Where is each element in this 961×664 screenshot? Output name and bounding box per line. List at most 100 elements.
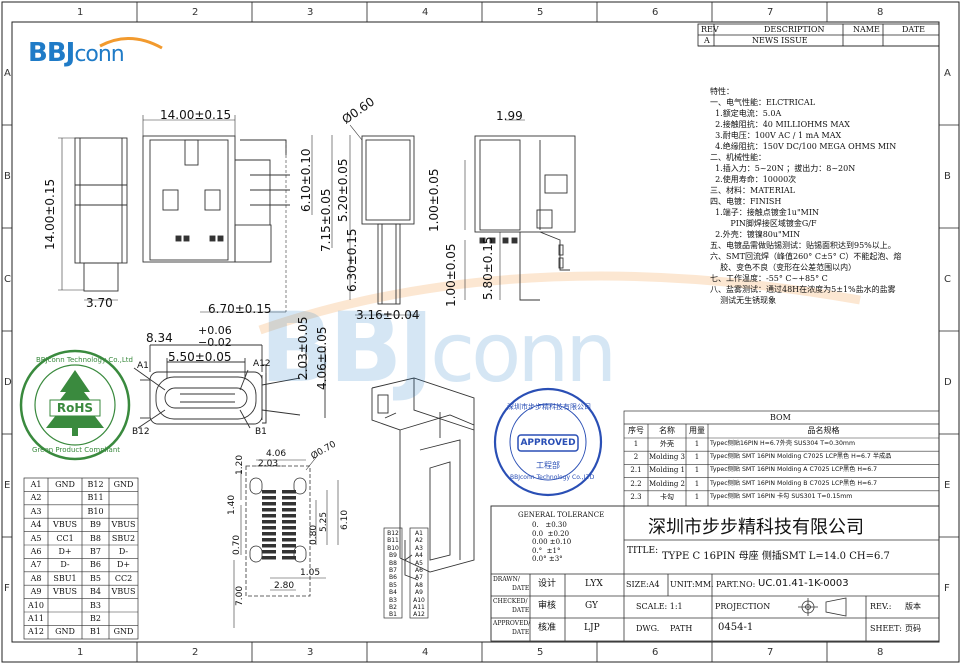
pcb-dim-half: 2.03 bbox=[258, 459, 279, 469]
dim-tongue-height: 5.20±0.05 bbox=[336, 158, 350, 223]
drawn-role: 设计 bbox=[538, 579, 557, 589]
sheet-label: SHEET: bbox=[870, 624, 902, 633]
spec-line: 八、盐雾测试：通过48H在浓度为5±1%盐水的盐雾 bbox=[710, 285, 896, 294]
checked-name: GY bbox=[585, 601, 598, 611]
pcb-dim-280: 2.80 bbox=[274, 581, 295, 591]
bom-cell: Typec侧贴 SMT 16PIN Molding A C7025 LCP黑色 … bbox=[710, 466, 878, 474]
pin-table-cell: B6 bbox=[90, 560, 101, 570]
bom-header-cell: 序号 bbox=[628, 426, 644, 435]
rev-value: 版本 bbox=[905, 602, 921, 611]
dim-opening-width: 8.34+0.06−0.02 bbox=[146, 324, 232, 349]
pin-table-cell: D+ bbox=[58, 547, 72, 556]
rev-label: REV.: bbox=[870, 602, 892, 611]
pin-table-cell: A2 bbox=[30, 493, 42, 503]
pin-table-cell: VBUS bbox=[111, 587, 136, 597]
grid-col-label-bottom: 3 bbox=[307, 647, 314, 658]
rev-header-description: DESCRIPTION bbox=[764, 25, 825, 34]
pin-table-cell: D+ bbox=[116, 560, 131, 570]
bom-cell: 1 bbox=[633, 440, 639, 448]
drawn-label: DRAWN/ bbox=[493, 576, 520, 583]
pin-table-cell: D- bbox=[118, 547, 129, 556]
dim-shell-height: 6.10±0.10 bbox=[299, 148, 313, 213]
pad-label-left: B2 bbox=[389, 604, 397, 611]
smt-pad bbox=[282, 550, 296, 554]
grid-col-label-bottom: 8 bbox=[877, 647, 884, 658]
drawing-title: TYPE C 16PIN 母座 侧插SMT L=14.0 CH=6.7 bbox=[662, 551, 890, 562]
grid-row-label-right: C bbox=[944, 274, 951, 285]
pad-label-right: A5 bbox=[415, 559, 423, 567]
pad-label-right: A11 bbox=[413, 604, 425, 611]
pad-label-right: A12 bbox=[413, 611, 425, 619]
pin-table-cell: D- bbox=[60, 560, 70, 570]
pad-label-left: B9 bbox=[389, 552, 397, 560]
pin-table-cell: GND bbox=[55, 480, 75, 489]
pin-table-cell: B1 bbox=[90, 627, 101, 637]
bom-title: BOM bbox=[770, 413, 791, 422]
watermark-light: conn bbox=[430, 306, 617, 401]
pin-table-cell: B11 bbox=[87, 493, 104, 503]
bom-cell: 2 bbox=[633, 453, 639, 462]
pin-table-cell: B12 bbox=[87, 480, 104, 489]
smt-pad bbox=[262, 532, 276, 536]
rev-header-name: NAME bbox=[853, 25, 880, 34]
dim-opening-height: 4.06±0.05 bbox=[315, 326, 329, 391]
pin-table-cell: VBUS bbox=[111, 520, 136, 530]
pin-table-cell: A10 bbox=[28, 600, 44, 610]
scale-field: SCALE: 1:1 bbox=[636, 602, 683, 611]
pcb-dim-140: 1.40 bbox=[227, 494, 237, 515]
approved-label: APPROVED/ bbox=[493, 620, 531, 627]
rev-row-description: NEWS ISSUE bbox=[752, 36, 808, 45]
spec-line: PIN脚焊接区域镀金G/F bbox=[710, 219, 817, 228]
pin-table-cell: B2 bbox=[90, 614, 101, 623]
title-label: TITLE: bbox=[627, 546, 659, 556]
approved-stamp bbox=[493, 387, 603, 497]
grid-col-label-bottom: 6 bbox=[652, 647, 659, 658]
projection-symbol bbox=[798, 597, 847, 617]
grid-row-label-right: A bbox=[944, 68, 951, 79]
grid-col-label-top: 5 bbox=[537, 7, 544, 18]
tolerance-row: 0.0 ±0.20 bbox=[532, 529, 570, 538]
grid-row-label-right: F bbox=[944, 583, 950, 594]
dim-body-depth: 6.70±0.15 bbox=[208, 302, 272, 316]
watermark-swoosh bbox=[258, 271, 861, 335]
bom-cell: Molding 2 bbox=[648, 479, 685, 488]
pcb-dim-080: 0.80 bbox=[309, 524, 319, 545]
smt-pad bbox=[282, 532, 296, 536]
grid-col-label-top: 3 bbox=[307, 7, 314, 18]
smt-pad bbox=[262, 502, 276, 506]
pad-label-left: B12 bbox=[387, 530, 399, 537]
side-view bbox=[74, 137, 128, 292]
bom-cell: 2.1 bbox=[630, 466, 642, 475]
dwg-label: DWG. bbox=[636, 624, 660, 633]
pin-table-cell: SBU1 bbox=[53, 573, 77, 583]
smt-pad bbox=[282, 556, 296, 560]
dim-tab-width: 1.99 bbox=[496, 109, 523, 123]
dim-pin-length: 6.30±0.15 bbox=[345, 228, 359, 293]
bom-cell: 1 bbox=[694, 453, 700, 462]
grid-row-label-left: B bbox=[4, 171, 11, 182]
smt-pad bbox=[262, 544, 276, 548]
approved-badge: APPROVED bbox=[520, 438, 576, 448]
pcb-dim-120: 1.20 bbox=[235, 454, 245, 475]
spec-line: 3.耐电压：100V AC / 1 mA MAX bbox=[710, 131, 842, 140]
spec-line: 七、工作温度：-55° C~+85° C bbox=[710, 274, 828, 283]
spec-line: 2.外壳：镀镍80u"MIN bbox=[710, 230, 801, 239]
tolerance-row: 0.0° ±3° bbox=[532, 555, 563, 563]
pcb-dim-070: 0.70 bbox=[232, 534, 242, 555]
grid-col-label-top: 1 bbox=[77, 7, 84, 18]
bom-cell: Molding 1 bbox=[648, 466, 685, 475]
dim-pin-span: 3.16±0.04 bbox=[356, 308, 420, 322]
dwg-number: 0454-1 bbox=[718, 622, 754, 633]
spec-line: 六、SMT回流焊（峰值260° C±5° C）不能起泡、熔 bbox=[710, 252, 902, 261]
tolerance-row: 0. ±0.30 bbox=[532, 521, 567, 529]
pin-table-cell: CC2 bbox=[114, 573, 133, 583]
logo-light: conn bbox=[74, 42, 124, 67]
pad-label-left: B3 bbox=[389, 596, 397, 604]
smt-pad bbox=[262, 538, 276, 542]
pin-table-cell: B8 bbox=[90, 533, 101, 543]
callout-a12: A12 bbox=[253, 359, 271, 369]
pin-table-cell: A8 bbox=[30, 573, 42, 583]
smt-pad bbox=[282, 538, 296, 542]
